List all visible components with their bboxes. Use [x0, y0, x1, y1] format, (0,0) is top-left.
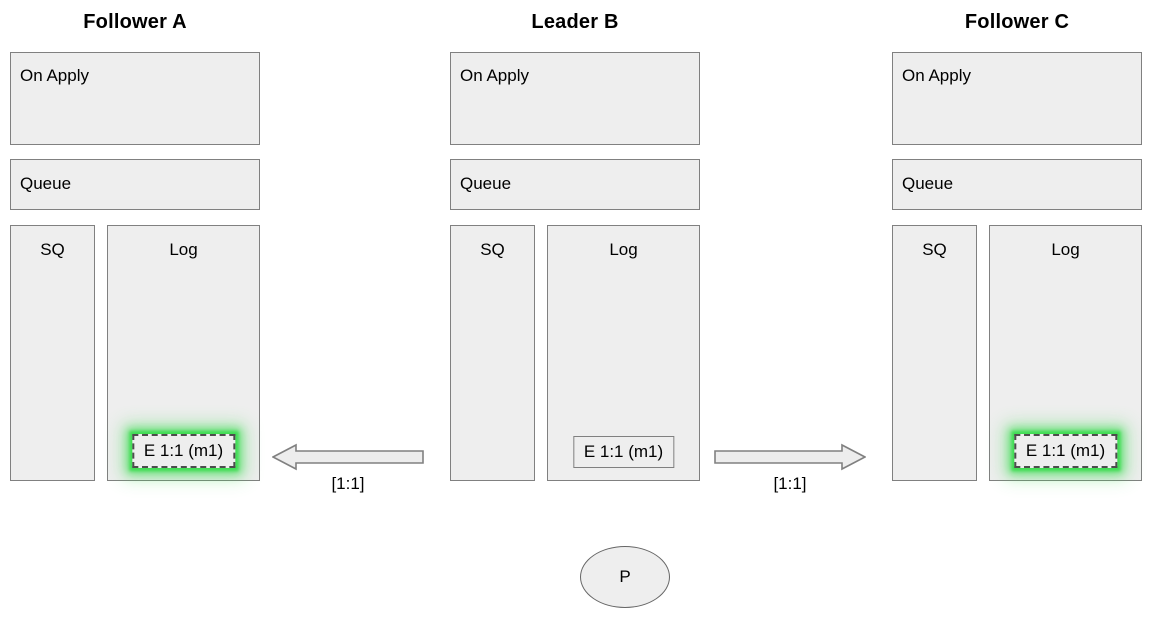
- node-column-follower-c: Follower C On Apply Queue SQ Log E 1:1 (…: [892, 0, 1142, 500]
- on-apply-box-leader-b[interactable]: On Apply: [450, 52, 700, 145]
- node-column-follower-a: Follower A On Apply Queue SQ Log E 1:1 (…: [10, 0, 260, 500]
- queue-label: Queue: [460, 174, 512, 193]
- queue-label: Queue: [20, 174, 72, 193]
- arrow-right-label: [1:1]: [773, 474, 807, 493]
- on-apply-label: On Apply: [902, 66, 971, 85]
- queue-box-leader-b[interactable]: Queue: [450, 159, 700, 210]
- proposer-label: P: [619, 567, 631, 586]
- queue-label: Queue: [902, 174, 954, 193]
- on-apply-box-follower-a[interactable]: On Apply: [10, 52, 260, 145]
- sq-label: SQ: [480, 240, 505, 259]
- log-entry-follower-c[interactable]: E 1:1 (m1): [1013, 434, 1118, 468]
- sq-label: SQ: [922, 240, 947, 259]
- sq-label: SQ: [40, 240, 65, 259]
- sq-box-leader-b[interactable]: SQ: [450, 225, 535, 481]
- on-apply-label: On Apply: [20, 66, 89, 85]
- on-apply-box-follower-c[interactable]: On Apply: [892, 52, 1142, 145]
- log-label: Log: [1051, 240, 1080, 259]
- log-box-follower-c[interactable]: Log E 1:1 (m1): [989, 225, 1142, 481]
- node-column-leader-b: Leader B On Apply Queue SQ Log E 1:1 (m1…: [450, 0, 700, 500]
- log-box-follower-a[interactable]: Log E 1:1 (m1): [107, 225, 260, 481]
- queue-box-follower-c[interactable]: Queue: [892, 159, 1142, 210]
- arrow-right-icon: [714, 443, 866, 471]
- column-title-follower-c: Follower C: [964, 11, 1070, 33]
- sq-box-follower-a[interactable]: SQ: [10, 225, 95, 481]
- queue-box-follower-a[interactable]: Queue: [10, 159, 260, 210]
- arrow-left-icon: [272, 443, 424, 471]
- log-entry-follower-a[interactable]: E 1:1 (m1): [131, 434, 236, 468]
- log-box-leader-b[interactable]: Log E 1:1 (m1): [547, 225, 700, 481]
- arrow-left-label: [1:1]: [331, 474, 365, 493]
- log-label: Log: [169, 240, 198, 259]
- replication-arrow-left[interactable]: [1:1]: [272, 442, 424, 493]
- log-entry-leader-b[interactable]: E 1:1 (m1): [572, 436, 675, 468]
- sq-box-follower-c[interactable]: SQ: [892, 225, 977, 481]
- proposer-node[interactable]: P: [580, 546, 670, 608]
- column-title-follower-a: Follower A: [83, 11, 187, 33]
- column-title-leader-b: Leader B: [531, 11, 619, 33]
- log-label: Log: [609, 240, 638, 259]
- replication-arrow-right[interactable]: [1:1]: [714, 442, 866, 493]
- on-apply-label: On Apply: [460, 66, 529, 85]
